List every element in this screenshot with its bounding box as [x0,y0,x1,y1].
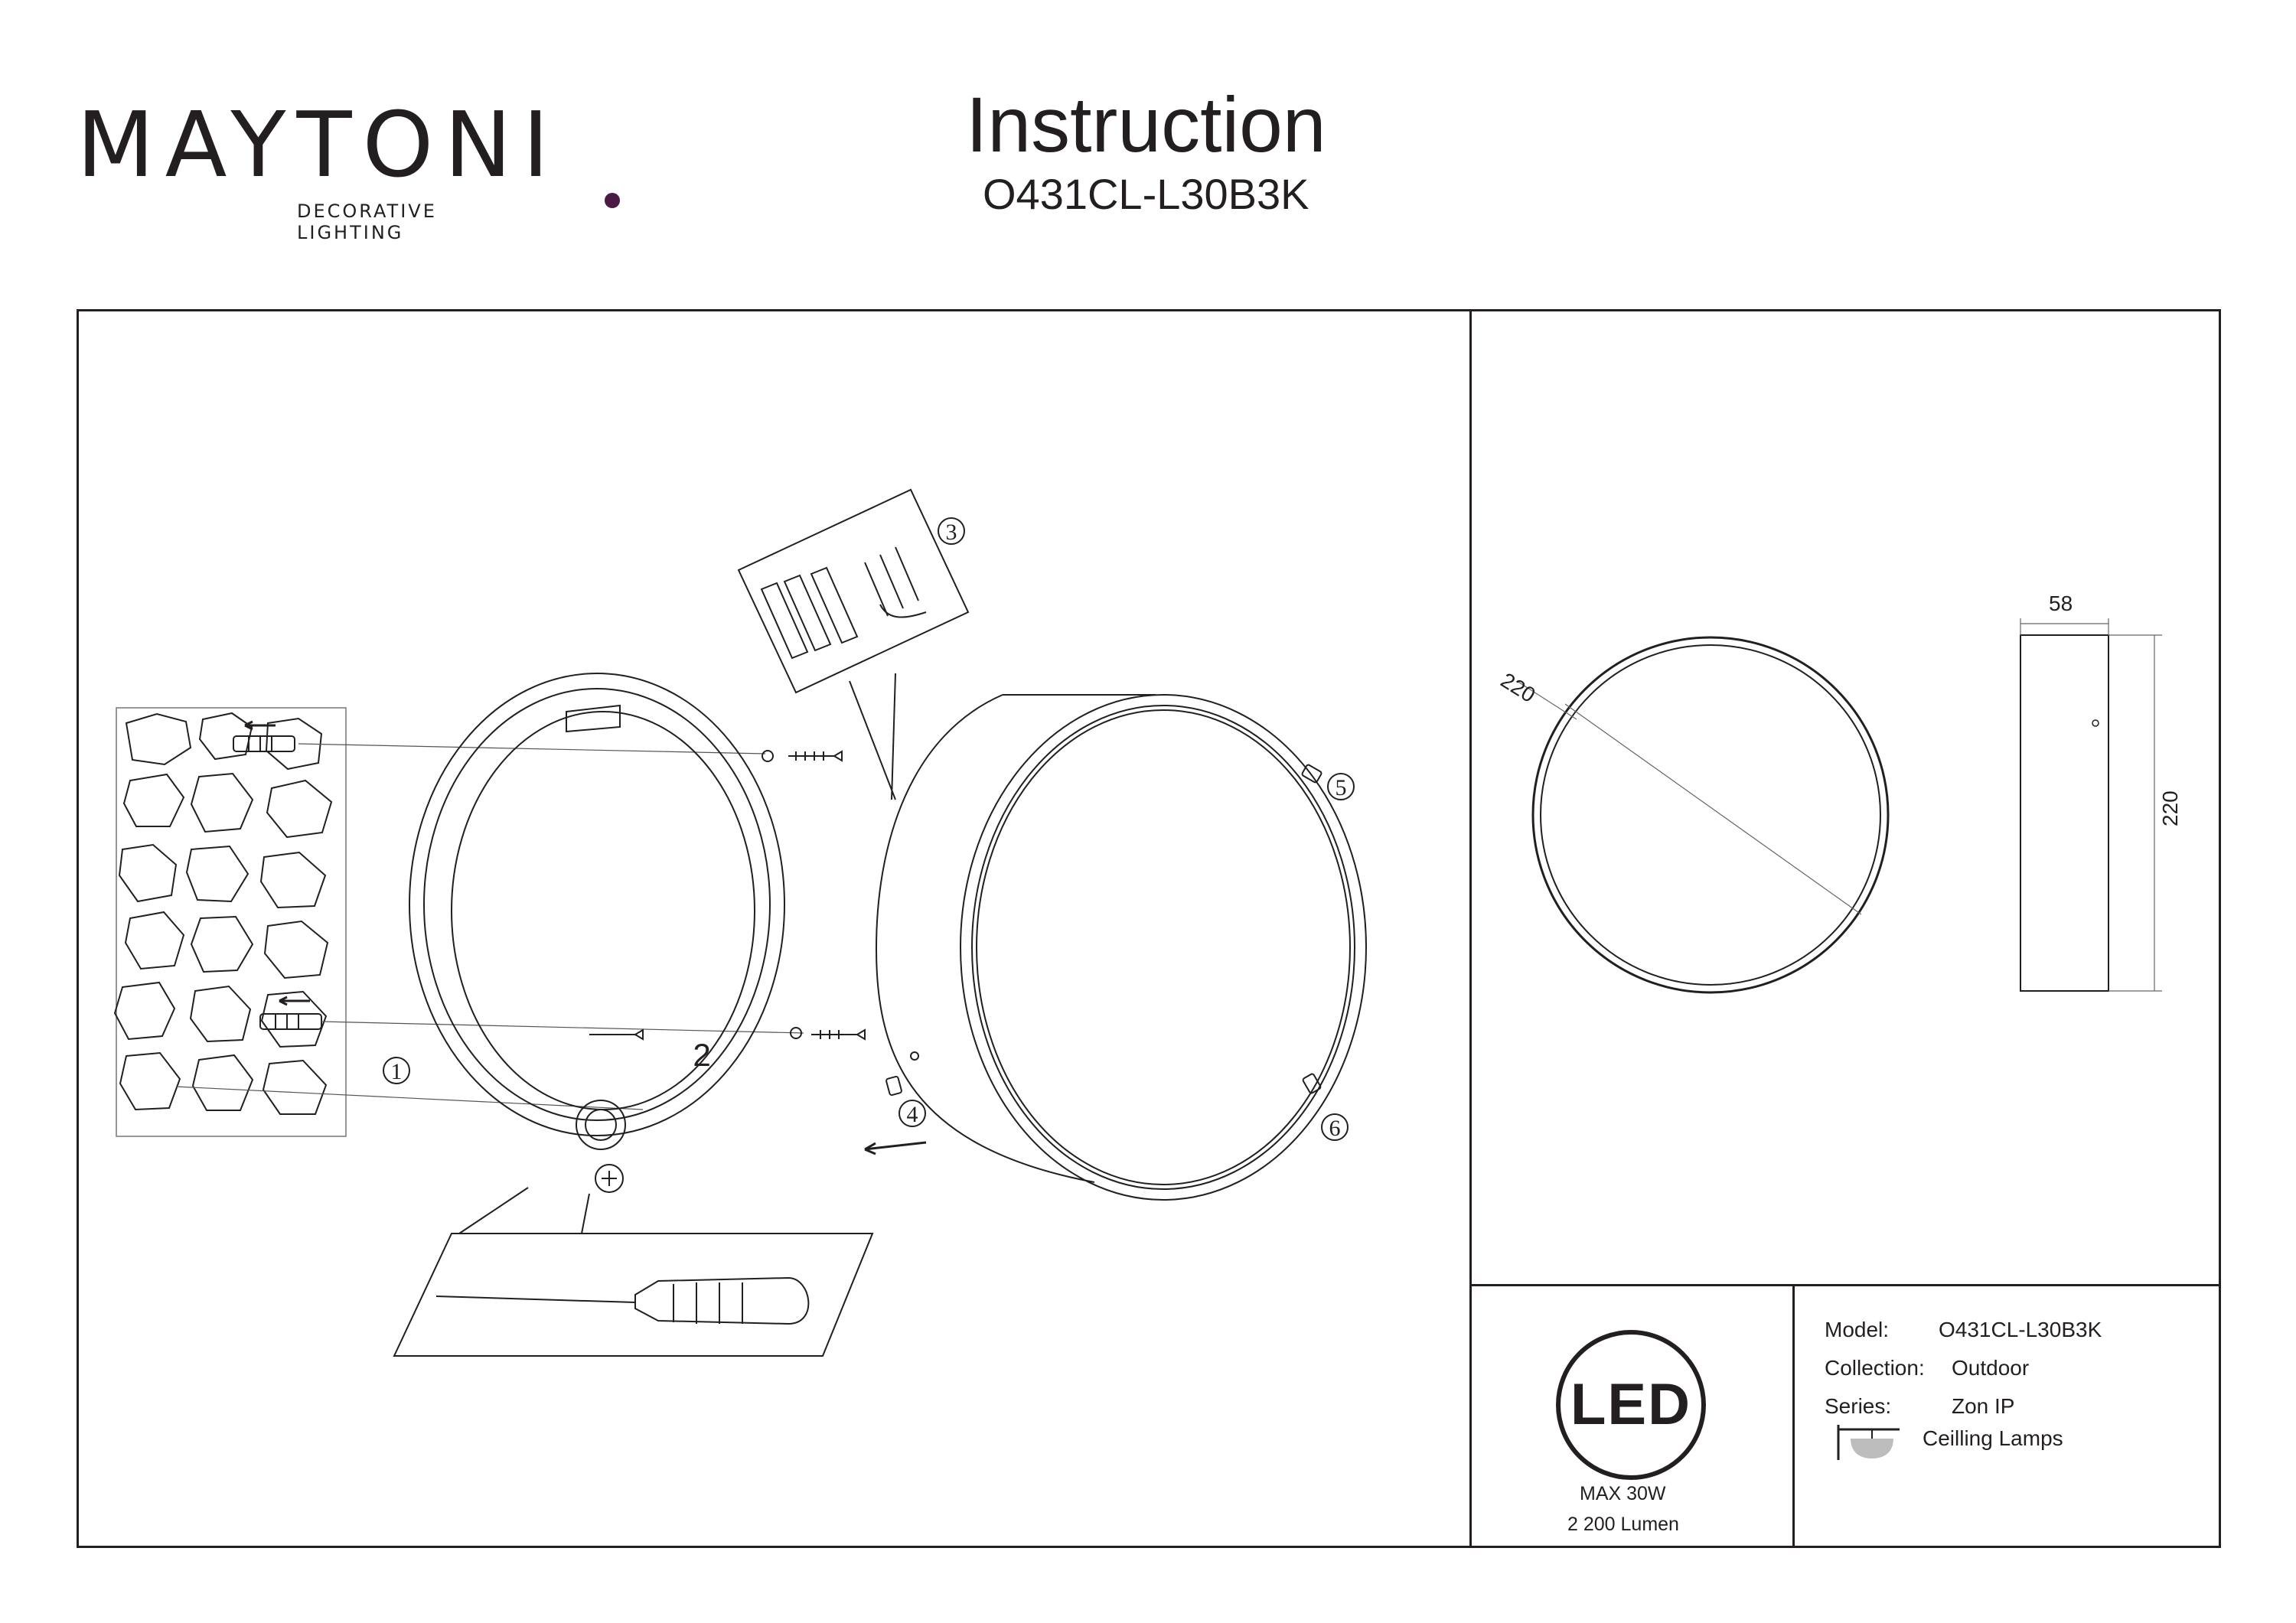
wall-surface [113,707,347,1137]
step-3-label: 3 [946,520,957,545]
series-label: Series: [1825,1394,1892,1418]
dimension-depth: 58 [2049,592,2073,615]
model-label: Model: [1825,1318,1890,1341]
frame-divider-horizontal [1469,1284,2221,1286]
frame-divider-vertical [1469,309,1472,1548]
brand-logo: MAYTONI DECORATIVE LIGHTING [77,99,620,243]
led-badge: LED [1556,1330,1706,1480]
wiring-detail [737,488,970,800]
dimension-drawing [1516,618,2162,994]
dimension-height: 220 [2158,790,2182,826]
step-6-label: 6 [1329,1116,1341,1141]
frame-divider-specs [1792,1284,1795,1548]
side-screws [885,764,1322,1097]
max-power: MAX 30W [1580,1483,1666,1504]
screwdriver-detail [393,1187,874,1357]
screws [589,750,866,1041]
ceiling-lamp-icon [1837,1425,1900,1460]
type-value: Ceilling Lamps [1923,1426,2063,1450]
step-2-label: 2 [693,1037,710,1073]
mounting-base [409,673,785,1193]
collection-value: Outdoor [1952,1356,2030,1380]
model-code-heading: O431CL-L30B3K [983,170,1309,218]
model-value: O431CL-L30B3K [1939,1318,2102,1341]
led-label: LED [1570,1372,1691,1437]
step-1-label: 1 [391,1059,403,1084]
series-value: Zon IP [1952,1394,2015,1418]
collection-label: Collection: [1825,1356,1925,1380]
step-4-label: 4 [907,1102,918,1127]
page-title: Instruction [966,81,1326,168]
assembly-diagram: 1 2 3 4 5 6 [113,488,1367,1357]
brand-name: MAYTONI [77,92,560,197]
lamp-body [875,694,1367,1201]
outer-frame [77,309,2221,1548]
step-5-label: 5 [1336,775,1347,800]
brand-tagline: DECORATIVE LIGHTING [297,200,437,243]
logo-accent-dot [605,193,620,208]
lumen-output: 2 200 Lumen [1567,1514,1679,1535]
